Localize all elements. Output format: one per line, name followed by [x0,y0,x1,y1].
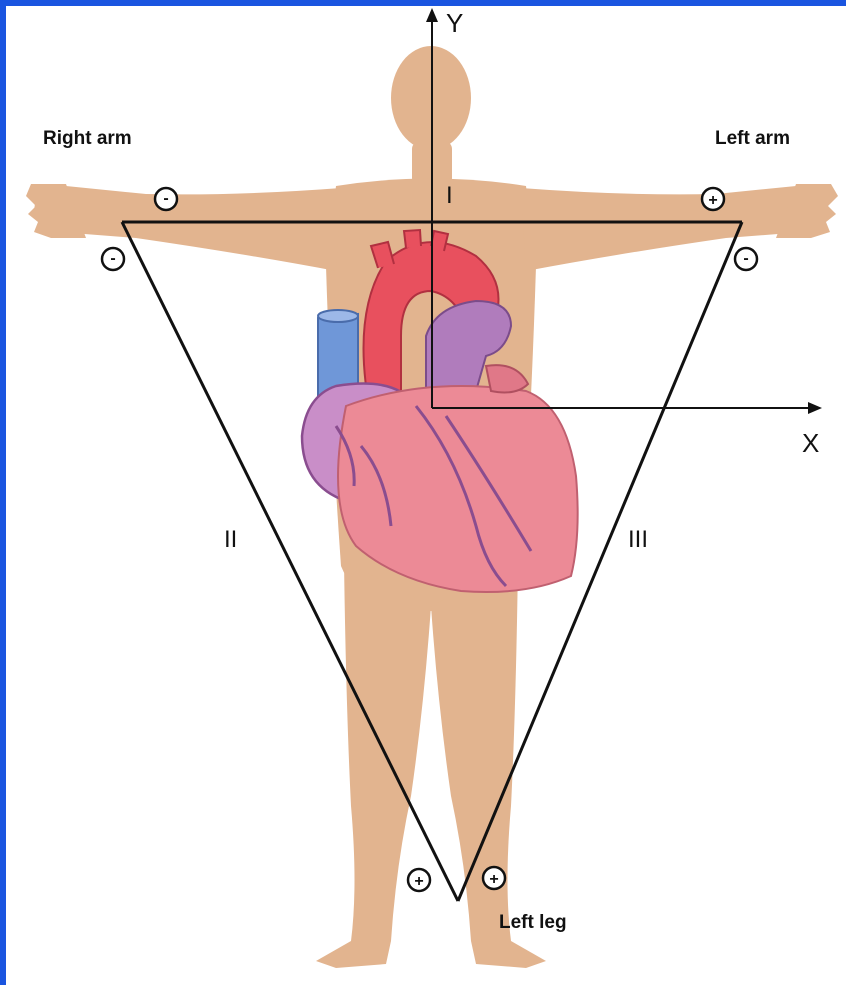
einthoven-triangle-diagram: - - + - + + [6,6,846,985]
vena-cava-opening [318,310,358,322]
left-leg [431,561,546,968]
x-axis-arrow [808,402,822,414]
sign-right-arm-upper: - [163,190,168,207]
y-axis-label: Y [446,8,463,39]
right-leg [316,561,431,968]
lead-1-label: I [446,182,453,210]
sign-left-leg-right: + [489,871,498,888]
y-axis-arrow [426,8,438,22]
sign-left-arm-upper: + [708,192,717,209]
sign-left-leg-left: + [414,873,423,890]
x-axis-label: X [802,428,819,459]
sign-left-arm-lower: - [743,250,748,267]
left-leg-label: Left leg [499,912,567,934]
lead-2-label: II [224,526,237,554]
left-arm-label: Left arm [715,128,790,150]
lead-3-label: III [628,526,648,554]
diagram-canvas: - - + - + + Right arm Left arm Left leg … [6,6,846,985]
sign-right-arm-lower: - [110,250,115,267]
right-arm-label: Right arm [43,128,132,150]
